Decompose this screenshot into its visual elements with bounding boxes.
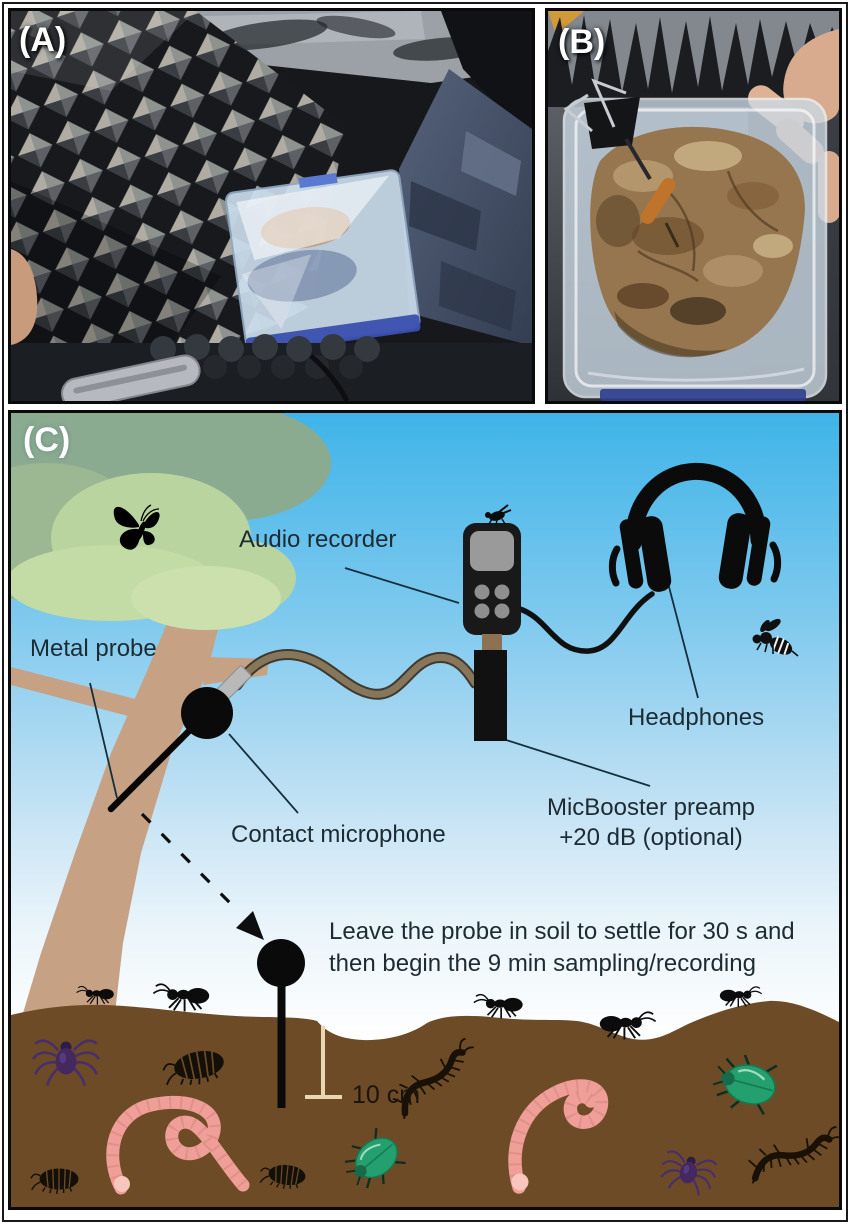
fly-icon xyxy=(485,504,512,526)
tree xyxy=(11,413,331,1013)
micbooster-label: MicBooster preamp +20 dB (optional) xyxy=(530,793,772,853)
recorder-screen xyxy=(470,531,514,571)
probe-in-soil-icon xyxy=(257,939,305,1108)
probe-in-sample xyxy=(624,137,680,248)
contact-microphone-label: Contact microphone xyxy=(231,821,446,848)
depth-measure-line xyxy=(305,1026,342,1099)
acoustic-foam-case-photo xyxy=(11,11,532,401)
leader-contact-microphone xyxy=(228,733,299,814)
cable-in-case xyxy=(309,354,350,401)
leader-audio-recorder xyxy=(344,567,460,604)
recorder-connector xyxy=(482,634,502,652)
instruction-text: Leave the probe in soil to settle for 30… xyxy=(329,916,795,980)
soil-sample xyxy=(590,126,805,358)
audio-recorder-label: Audio recorder xyxy=(239,526,397,553)
binder-clip xyxy=(563,78,640,149)
leader-micbooster xyxy=(502,738,651,787)
case-handle xyxy=(60,354,201,401)
soil-fauna xyxy=(30,983,839,1200)
micbooster-preamp-icon xyxy=(474,650,507,741)
finger xyxy=(11,249,38,345)
case-lid-shadow xyxy=(441,11,532,141)
foam-spikes xyxy=(548,15,839,107)
audio-recorder-icon xyxy=(463,523,521,635)
soil-container-photo xyxy=(548,11,839,401)
panel-a-label: (A) xyxy=(19,21,67,59)
micbooster-label-line1: MicBooster preamp xyxy=(546,794,756,821)
butterfly-icon xyxy=(113,504,160,550)
panel-c-label: (C) xyxy=(23,421,71,459)
contact-microphone-icon xyxy=(181,687,233,739)
instruction-line2: then begin the 9 min sampling/recording xyxy=(329,950,756,977)
headphones-icon xyxy=(608,462,782,592)
leader-metal-probe xyxy=(89,682,118,799)
headphones-label: Headphones xyxy=(628,704,765,731)
panel-a-photo: (A) xyxy=(8,8,535,404)
earthworm-icon xyxy=(106,1095,250,1195)
earthworm-icon xyxy=(508,1079,609,1194)
metal-probe-assembly xyxy=(107,665,252,813)
panel-b-label: (B) xyxy=(558,23,606,61)
headphone-cable xyxy=(517,591,655,654)
instruction-line1: Leave the probe in soil to settle for 30… xyxy=(329,918,795,945)
blue-lid-edge xyxy=(600,389,806,401)
slate-foam-slab xyxy=(399,69,532,346)
insertion-arrow xyxy=(140,812,264,940)
metal-probe-label: Metal probe xyxy=(30,635,157,662)
depth-label: 10 cm xyxy=(352,1081,421,1109)
plastic-box xyxy=(225,169,421,355)
microphone-cable xyxy=(233,651,479,698)
panel-c-diagram: (C) Audio recorder Metal probe Contact m… xyxy=(8,410,842,1210)
bee-icon xyxy=(752,618,799,657)
leader-lines xyxy=(89,567,699,814)
micbooster-label-line2: +20 dB (optional) xyxy=(559,824,743,851)
panel-b-photo: (B) xyxy=(545,8,842,404)
leader-headphones xyxy=(667,582,699,699)
diagram-art xyxy=(11,413,839,1207)
